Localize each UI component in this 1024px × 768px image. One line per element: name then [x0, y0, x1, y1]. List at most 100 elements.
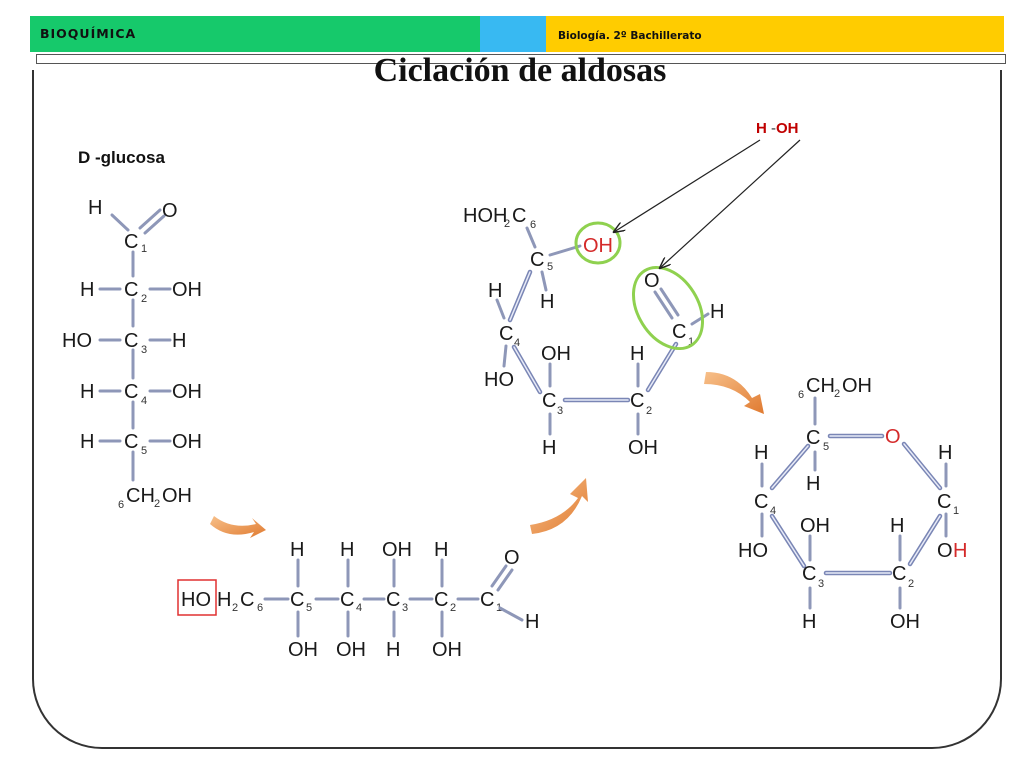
atom-h: H [434, 539, 448, 561]
bond [525, 226, 537, 249]
subscript-2: 2 [232, 602, 238, 614]
atom-ho: HO [738, 540, 768, 562]
atom-h: H [217, 589, 231, 611]
atom-o: O [162, 200, 178, 222]
hydroxyl-highlight-ellipse [574, 221, 622, 265]
atom-h-new: H [953, 540, 967, 562]
atom-c: C [542, 390, 556, 412]
atom-ch: CH [806, 375, 835, 397]
bond [653, 290, 674, 320]
reaction-arrow-icon [530, 478, 588, 534]
carbon-number: 4 [356, 602, 362, 614]
header-green-segment [30, 16, 480, 52]
carbon-number: 3 [402, 602, 408, 614]
atom-h: H [488, 280, 502, 302]
ring-bond [771, 445, 809, 489]
atom-h: H [80, 431, 94, 453]
bond [496, 568, 514, 592]
atom-h: H [542, 437, 556, 459]
atom-c: C [124, 231, 138, 253]
atom-ho-highlighted: HO [181, 589, 211, 611]
atom-h: H [340, 539, 354, 561]
atom-o: O [937, 540, 953, 562]
atom-h: H [630, 343, 644, 365]
reaction-arrow-icon [704, 372, 764, 414]
bond [659, 287, 680, 317]
carbon-number: 4 [770, 505, 776, 517]
atom-oh: OH [172, 381, 202, 403]
carbon-number: 6 [257, 602, 263, 614]
reaction-arrow-icon [210, 516, 266, 538]
header-bar: BIOQUÍMICA Biología. 2º Bachillerato [0, 0, 1024, 80]
atom-c: C [480, 589, 494, 611]
header-yellow-segment [546, 16, 1004, 52]
carbon-number: 3 [818, 578, 824, 590]
pyranose-ring: 6 CH 2 OH C 5 H O C 1 H O H H C 4 HO [738, 375, 967, 633]
atom-c: C [754, 491, 768, 513]
carbon-number: 1 [953, 505, 959, 517]
water-oh: OH [776, 120, 799, 137]
atom-h: H [525, 611, 539, 633]
atom-ch: CH [126, 485, 155, 507]
atom-oh: OH [172, 431, 202, 453]
atom-oh: OH [541, 343, 571, 365]
carbon-number: 2 [646, 405, 652, 417]
subscript-2: 2 [154, 498, 160, 510]
atom-h: H [80, 279, 94, 301]
bond [540, 270, 548, 292]
atom-c: C [499, 323, 513, 345]
water-label: H -OH [756, 120, 799, 137]
carbon-number: 4 [514, 337, 520, 349]
carbon-number: 2 [141, 293, 147, 305]
atom-h: H [806, 473, 820, 495]
atom-h: H [890, 515, 904, 537]
atom-o: O [504, 547, 520, 569]
atom-c: C [340, 589, 354, 611]
atom-c: C [124, 431, 138, 453]
atom-c: C [240, 589, 254, 611]
atom-h: H [386, 639, 400, 661]
bond [502, 344, 508, 368]
atom-hoh: HOH [463, 205, 507, 227]
atom-ho: HO [62, 330, 92, 352]
atom-oh: OH [288, 639, 318, 661]
atom-h: H [710, 301, 724, 323]
ring-oxygen: O [885, 426, 901, 448]
carbon-number: 5 [141, 445, 147, 457]
atom-ho: HO [484, 369, 514, 391]
d-glucosa-label: D -glucosa [78, 148, 165, 167]
carbon-number: 2 [450, 602, 456, 614]
ring-bond [903, 443, 941, 489]
atom-oh: OH [628, 437, 658, 459]
atom-oh: OH [336, 639, 366, 661]
atom-oh: OH [800, 515, 830, 537]
carbon-number: 1 [688, 336, 694, 348]
bond [490, 564, 508, 588]
atom-c: C [434, 589, 448, 611]
atom-oh: OH [432, 639, 462, 661]
carbon-number: 2 [908, 578, 914, 590]
fischer-projection: H O C 1 H C 2 OH HO C 3 H H C 4 OH H C 5… [62, 197, 202, 511]
carbon-number: 5 [547, 261, 553, 273]
ring-bond [771, 515, 805, 567]
atom-c: C [937, 491, 951, 513]
atom-h: H [80, 381, 94, 403]
carbon-number: 3 [557, 405, 563, 417]
atom-c: C [386, 589, 400, 611]
water-h: H [756, 120, 767, 137]
header-subject: BIOQUÍMICA [40, 26, 137, 41]
atom-c: C [806, 427, 820, 449]
atom-c: C [124, 279, 138, 301]
slide-frame [32, 70, 1002, 749]
atom-h: H [938, 442, 952, 464]
atom-h: H [802, 611, 816, 633]
atom-c: C [802, 563, 816, 585]
atom-c: C [892, 563, 906, 585]
linear-chain: HO H 2 C 6 C 5 H OH C 4 H OH C 3 OH H C … [177, 539, 539, 661]
page-title: Ciclación de aldosas [373, 52, 667, 89]
header-underline-bar [36, 54, 1006, 64]
pointer-arrow-icon [614, 139, 761, 232]
pointer-arrow-icon [660, 139, 801, 268]
carbon-number: 5 [306, 602, 312, 614]
